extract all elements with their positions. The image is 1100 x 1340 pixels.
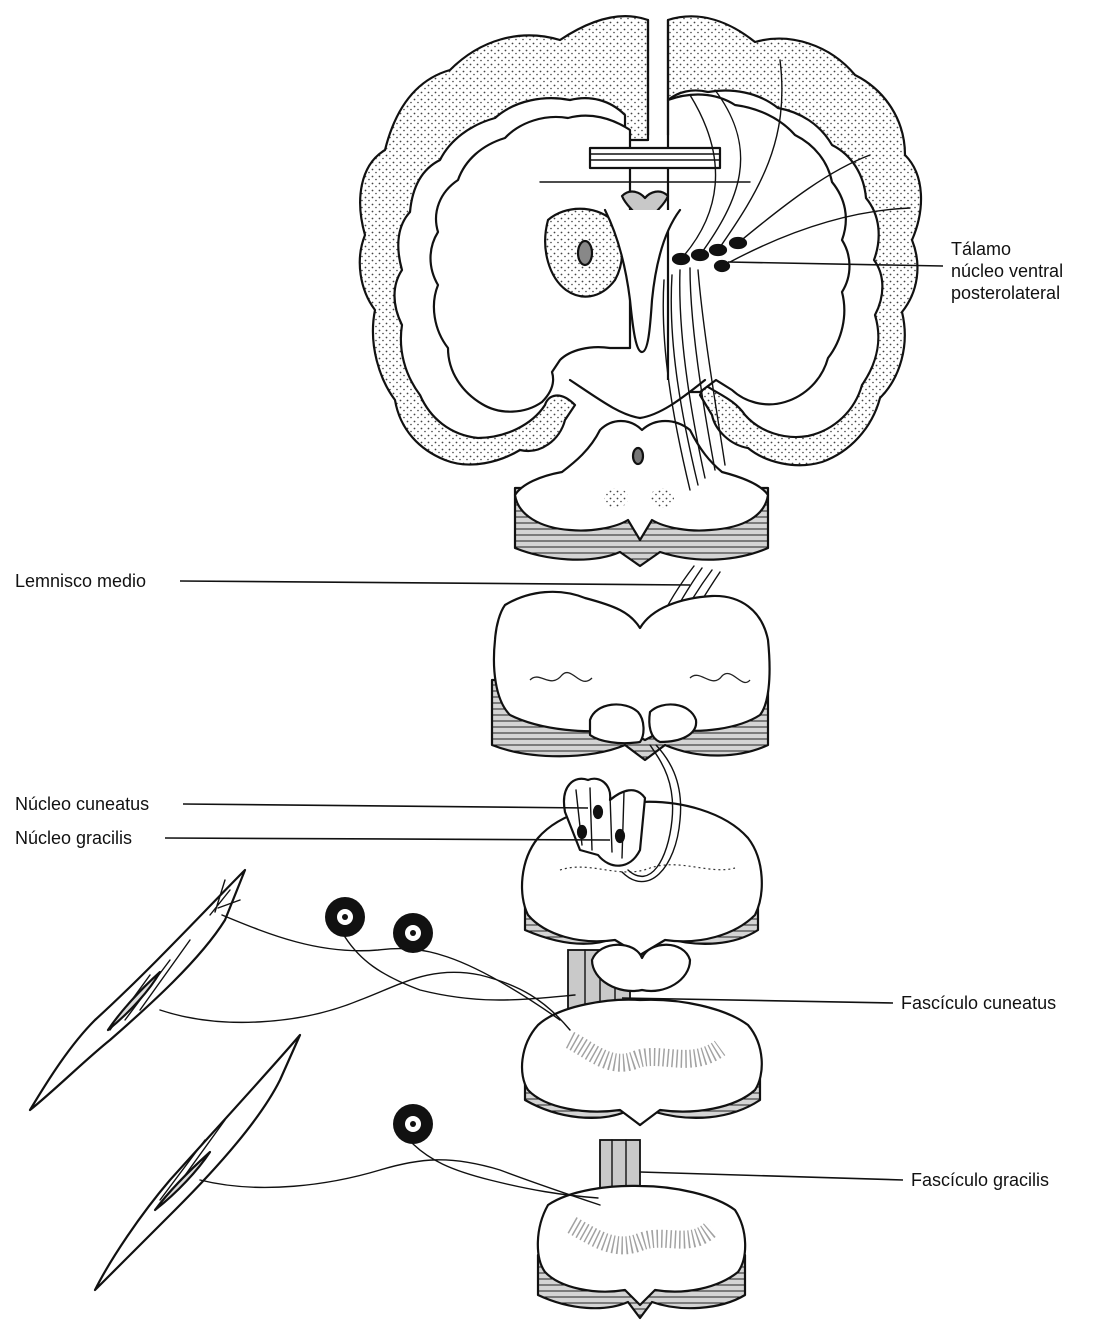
fasciculus-gracilis-label: Fascículo gracilis [911,1169,1049,1191]
upper-muscle [30,870,245,1110]
thalamus-label-line1: Tálamo [951,238,1063,260]
thalamus-label-line2: núcleo ventral [951,260,1063,282]
medial-lemniscus-label: Lemnisco medio [15,570,146,592]
midbrain-section [515,421,768,566]
fasciculus-cuneatus-label: Fascículo cuneatus [901,992,1056,1014]
medulla-section [522,745,762,955]
cervical-cord-section [522,945,762,1125]
nucleus-gracilis-label: Núcleo gracilis [15,827,132,849]
thalamus-label-line3: posterolateral [951,282,1063,304]
cerebrum-section [360,16,921,465]
dorsal-root-ganglia [325,897,433,1144]
nucleus-cuneatus-label: Núcleo cuneatus [15,793,149,815]
lumbar-cord-section [538,1140,745,1318]
thalamus-label: Tálamo núcleo ventral posterolateral [951,238,1063,304]
lower-muscle [95,1035,300,1290]
pons-section [492,592,770,760]
